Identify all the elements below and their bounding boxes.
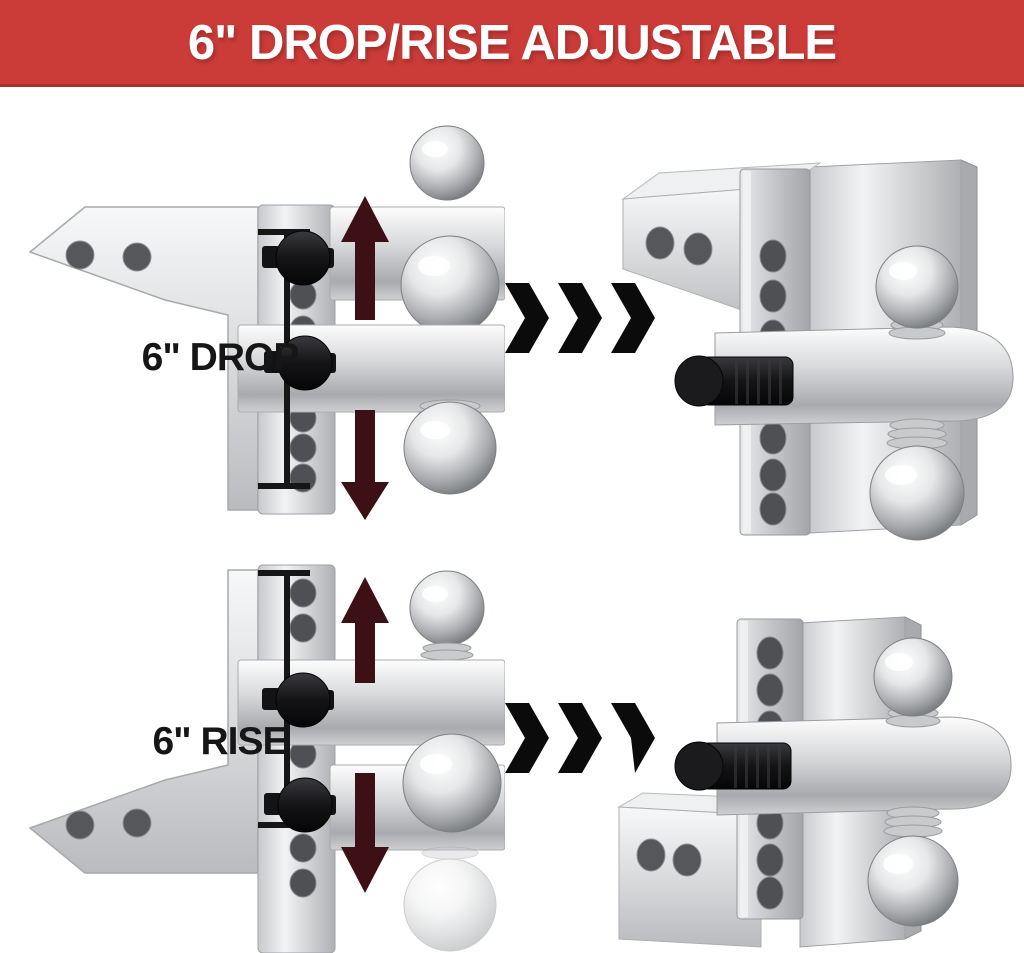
hitch-ball xyxy=(867,835,959,927)
shank-hole xyxy=(122,242,152,272)
chevron-right-icon xyxy=(611,283,655,353)
drop-chevrons xyxy=(505,283,655,353)
hitch-ball xyxy=(875,245,959,329)
shank-hole xyxy=(645,226,675,260)
rise-assembled-render xyxy=(617,616,1012,948)
shank-hole xyxy=(672,843,702,877)
locking-pin-handle xyxy=(674,741,792,791)
locking-pin xyxy=(262,230,334,286)
drop-label: 6" DROP xyxy=(141,336,300,379)
shank-hole xyxy=(65,240,95,270)
chevron-right-icon xyxy=(611,703,655,773)
rise-label: 6" RISE xyxy=(152,720,288,763)
rise-side-diagram xyxy=(29,564,505,953)
shank-hole xyxy=(636,838,666,872)
hitch-ball xyxy=(402,733,502,833)
hitch-ball xyxy=(409,570,485,646)
ball-mount-head xyxy=(716,716,1012,816)
hitch-ball xyxy=(400,235,500,335)
ball-neck xyxy=(888,326,946,340)
ball-neck xyxy=(883,824,943,838)
hitch-ball xyxy=(873,637,953,717)
chevron-right-icon xyxy=(505,283,549,353)
banner: 6" DROP/RISE ADJUSTABLE xyxy=(0,0,1024,87)
up-arrow-icon xyxy=(341,196,389,320)
hitch-ball xyxy=(869,445,965,541)
down-arrow-icon xyxy=(341,410,389,520)
banner-title: 6" DROP/RISE ADJUSTABLE xyxy=(187,16,837,70)
locking-pin xyxy=(264,335,336,391)
ball-neck xyxy=(420,649,474,661)
drop-assembled-render xyxy=(621,159,1014,541)
shank-hole xyxy=(65,810,95,840)
shank xyxy=(29,569,259,874)
locking-pin xyxy=(262,672,334,728)
ball-neck xyxy=(885,714,941,728)
chevron-right-icon xyxy=(558,283,602,353)
up-arrow-icon xyxy=(341,577,389,683)
down-arrow-icon xyxy=(341,773,389,893)
shank-hole xyxy=(122,808,152,838)
locking-pin xyxy=(264,777,336,833)
hitch-ball xyxy=(409,125,485,201)
rise-chevrons xyxy=(505,703,655,773)
shank-hole xyxy=(683,232,713,266)
hitch-ball xyxy=(403,401,497,495)
drop-side-diagram xyxy=(29,125,505,520)
locking-pin-handle xyxy=(674,355,794,407)
chevron-right-icon xyxy=(505,703,549,773)
chevron-right-icon xyxy=(558,703,602,773)
hitch-ball-ghost xyxy=(403,846,497,952)
